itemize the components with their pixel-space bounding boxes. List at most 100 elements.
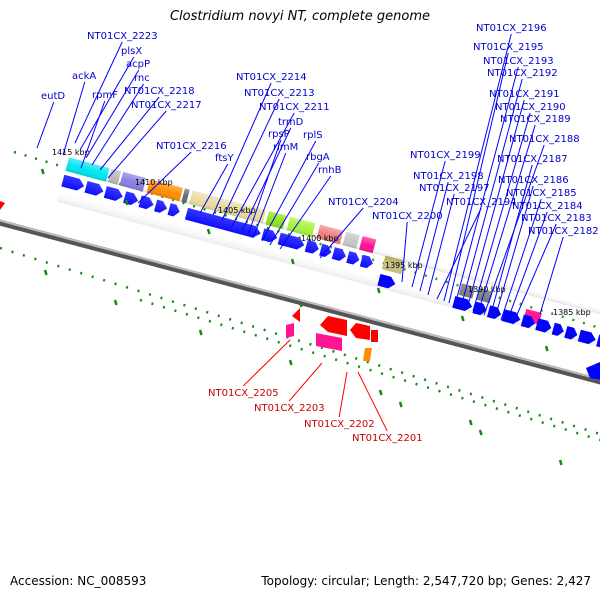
gene-label: NT01CX_2216 [156, 141, 227, 152]
gene-label: rpmF [92, 90, 118, 101]
gene-label: NT01CX_2198 [413, 171, 484, 182]
label-leader-line [436, 207, 482, 300]
label-leader-line [427, 193, 455, 296]
label-leader-line [419, 181, 449, 292]
tick-label: 1390 kbp [468, 285, 506, 294]
gene-label: NT01CX_2213 [244, 88, 315, 99]
gene-label: rplS [303, 130, 323, 141]
tick-mark [558, 459, 563, 466]
gene-label: NT01CX_2196 [476, 23, 547, 34]
tick-mark [468, 419, 473, 426]
label-leader-line [79, 56, 135, 151]
label-leader-line [338, 371, 348, 418]
label-leader-line [443, 33, 512, 302]
label-leader-line [212, 82, 272, 216]
reverse-gene [320, 316, 347, 336]
label-leader-line [411, 160, 446, 288]
label-leader-line [512, 223, 557, 325]
tick-mark [113, 299, 118, 306]
gene-label: NT01CX_2182 [528, 226, 599, 237]
gene-label: NT01CX_2217 [131, 100, 202, 111]
label-leader-line [494, 185, 534, 319]
tick-mark [206, 228, 211, 235]
label-leader-line [85, 69, 140, 159]
label-leader-line [357, 371, 388, 432]
gene-label: rbgA [306, 152, 330, 163]
accession-footer: Accession: NC_008593 [10, 574, 147, 588]
label-leader-line [74, 41, 123, 144]
gene-label: plsX [121, 46, 142, 57]
reverse-gene [350, 323, 370, 340]
gene-label: acpP [126, 59, 150, 70]
tick-mark [460, 315, 465, 322]
tick-mark [376, 287, 381, 294]
label-leader-line [247, 139, 282, 236]
label-leader-line [269, 162, 320, 246]
tick-label: 1385 kbp [553, 308, 591, 317]
tick-mark [40, 168, 45, 175]
gene-label: NT01CX_2190 [495, 102, 566, 113]
gene-label: NT01CX_2204 [328, 197, 399, 208]
gene-label: rnc [134, 73, 150, 84]
label-leader-line [506, 211, 548, 323]
gene-label: NT01CX_2203 [254, 403, 325, 414]
gene-label: NT01CX_2189 [500, 114, 571, 125]
label-leader-line [221, 98, 280, 221]
label-leader-line [36, 101, 55, 149]
gene-label: NT01CX_2195 [473, 42, 544, 53]
reverse-gene-edge [0, 201, 5, 210]
tick-mark [298, 301, 303, 308]
label-leader-line [261, 140, 317, 242]
gene-label: NT01CX_2202 [304, 419, 375, 430]
label-leader-line [466, 99, 525, 310]
reverse-gene [286, 323, 294, 338]
forward-gene-edge [586, 362, 600, 380]
tick-mark [378, 389, 383, 396]
tick-mark [544, 345, 549, 352]
reverse-gene [363, 348, 372, 361]
label-leader-line [489, 164, 533, 318]
label-leader-line [62, 81, 86, 156]
label-leader-line [477, 124, 536, 314]
reverse-gene [371, 330, 378, 342]
label-leader-line [448, 52, 509, 304]
label-leader-line [279, 175, 332, 250]
gene-label: rimM [273, 142, 298, 153]
tick-mark [398, 401, 403, 408]
label-leader-line [319, 207, 364, 259]
tick-label: 1400 kbp [301, 234, 339, 243]
gene-label: NT01CX_2187 [497, 154, 568, 165]
gene-label: NT01CX_2184 [512, 201, 583, 212]
reverse-gene [292, 308, 300, 322]
gene-label: NT01CX_2185 [506, 188, 577, 199]
genome-summary-footer: Topology: circular; Length: 2,547,720 bp… [261, 574, 591, 588]
label-leader-line [241, 127, 292, 232]
label-leader-line [401, 221, 408, 283]
tick-mark [198, 329, 203, 336]
gene-label: NT01CX_2218 [124, 86, 195, 97]
label-leader-line [231, 112, 295, 227]
gene-label: NT01CX_2188 [509, 134, 580, 145]
label-leader-line [460, 78, 523, 308]
label-leader-line [91, 83, 145, 166]
gene-label: NT01CX_2211 [259, 102, 330, 113]
gene-label: NT01CX_2197 [419, 183, 490, 194]
label-leader-line [137, 151, 192, 204]
tick-label: 1410 kbp [135, 178, 173, 187]
reverse-gene-track [286, 308, 378, 361]
gene-label: trmD [278, 117, 304, 128]
reverse-gene [316, 333, 342, 351]
gene-label: ftsY [215, 153, 234, 164]
gene-label: NT01CX_2199 [410, 150, 481, 161]
gene-label: NT01CX_2214 [236, 72, 307, 83]
label-leader-line [242, 339, 291, 387]
tick-mark [43, 269, 48, 276]
label-leader-line [472, 112, 531, 312]
inner-dotted-ring-2 [139, 298, 600, 442]
map-title: Clostridium novyi NT, complete genome [169, 9, 431, 24]
gene-label: NT01CX_2186 [498, 175, 569, 186]
tick-mark [478, 429, 483, 436]
